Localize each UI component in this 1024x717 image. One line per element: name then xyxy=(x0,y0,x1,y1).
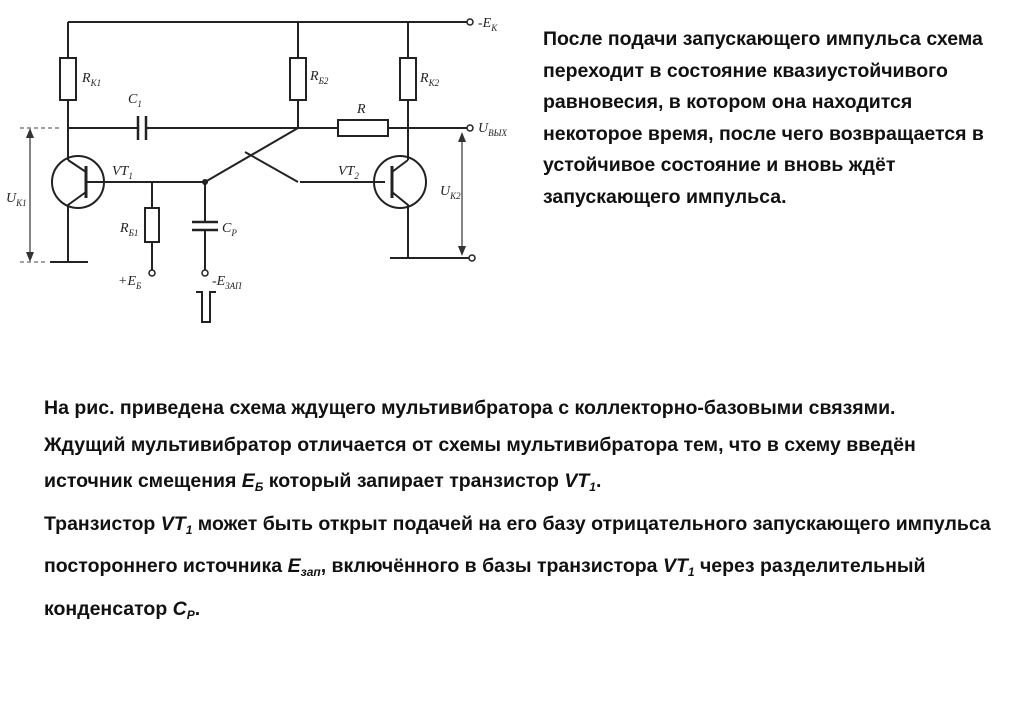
rk2-resistor xyxy=(399,57,417,101)
rb2-resistor xyxy=(289,57,307,101)
rk1-label: RK1 xyxy=(81,71,101,88)
rk2-label: RK2 xyxy=(419,71,440,88)
ek-label: -EK xyxy=(478,16,498,33)
vt2-label: VT2 xyxy=(338,164,359,181)
ezap-label: -EЗАП xyxy=(212,274,242,291)
trigger-pulse xyxy=(196,291,216,323)
cross-coupling xyxy=(204,127,299,183)
rb1-label: RБ1 xyxy=(119,221,138,238)
eb-label: +EБ xyxy=(118,274,142,291)
rk1-resistor xyxy=(59,57,77,101)
main-description: На рис. приведена схема ждущего мультиви… xyxy=(44,390,1004,633)
vt1-label: VT1 xyxy=(112,164,133,181)
c1-label: C1 xyxy=(128,92,142,109)
ek-terminal xyxy=(466,18,474,26)
side-description: После подачи запускающего импульса схема… xyxy=(543,28,984,208)
uk1-label: UK1 xyxy=(6,191,27,208)
multivibrator-schematic: -EK RK1 C1 RБ2 RK2 R UВЫХ VT1 RБ1 +EБ CP… xyxy=(6,16,507,323)
uvyh-label: UВЫХ xyxy=(478,121,507,138)
vt2-transistor xyxy=(373,155,427,209)
r-resistor xyxy=(337,119,389,137)
paragraph-difference: Ждущий мультивибратор отличается от схем… xyxy=(44,433,916,495)
cp-label: CP xyxy=(222,221,237,238)
rb2-label: RБ2 xyxy=(309,69,329,86)
rb1-resistor xyxy=(144,207,160,243)
out-terminal xyxy=(466,124,474,132)
paragraph-intro: На рис. приведена схема ждущего мультиви… xyxy=(44,397,896,419)
uk2-label: UK2 xyxy=(440,184,461,201)
r-label: R xyxy=(356,102,366,117)
paragraph-trigger: Транзистор VT1 может быть открыт подачей… xyxy=(44,512,991,622)
